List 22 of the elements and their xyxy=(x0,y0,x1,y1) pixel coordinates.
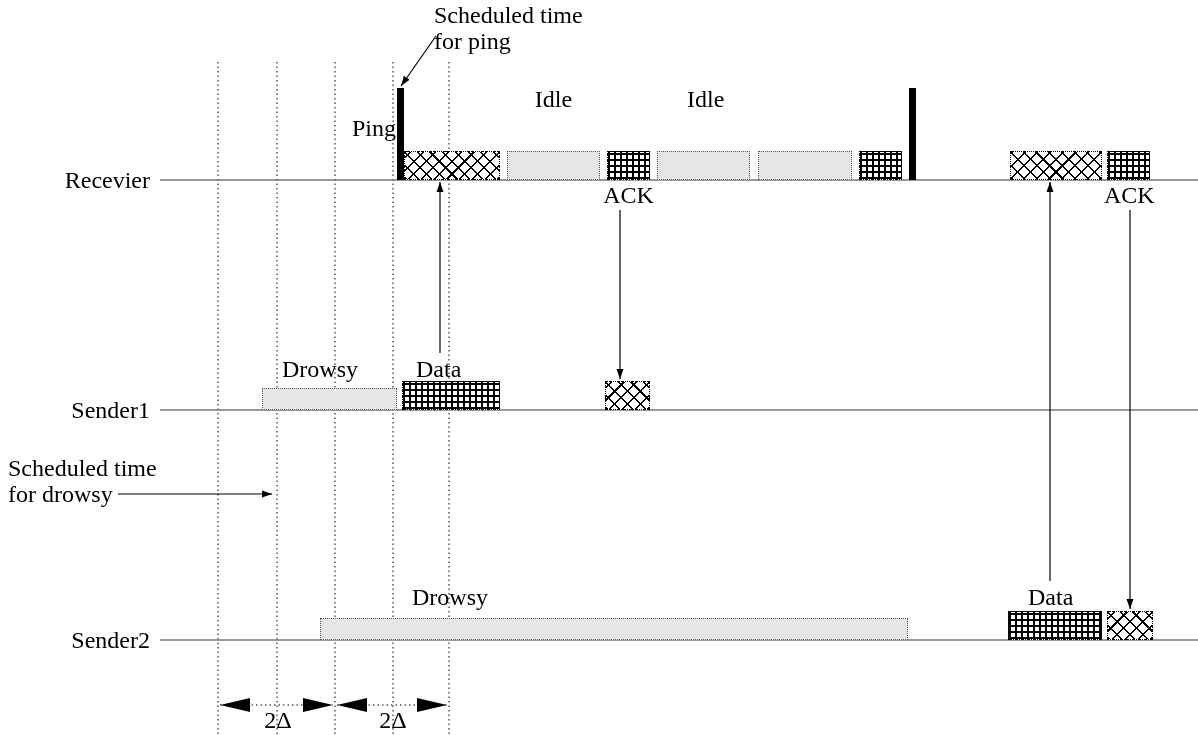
annotation-text: Scheduled time for drowsy xyxy=(8,455,158,507)
slot-label: Ping xyxy=(351,115,396,141)
slot-label: Idle xyxy=(687,86,726,112)
slot-label: Data xyxy=(416,356,463,382)
slot-label: Idle xyxy=(533,86,574,112)
message-arrow xyxy=(1126,209,1134,610)
dimension-label: 2Δ xyxy=(263,707,293,733)
slot-label: Drowsy xyxy=(282,356,359,382)
leader-arrow xyxy=(117,490,273,498)
lane-label: Sender2 xyxy=(70,627,150,653)
message-arrow xyxy=(616,209,624,380)
lane-label: Recevier xyxy=(63,167,150,193)
message-arrow xyxy=(1046,181,1054,582)
slot-label: Drowsy xyxy=(412,584,489,610)
lane-label: Sender1 xyxy=(70,397,150,423)
slot-label: ACK xyxy=(602,182,655,208)
slot-label: ACK xyxy=(1104,182,1156,208)
annotation-text: Scheduled time for ping xyxy=(434,2,584,54)
message-arrow xyxy=(436,181,444,354)
dimension-label: 2Δ xyxy=(378,707,408,733)
slot-label: Data xyxy=(1028,584,1075,610)
leader-arrow xyxy=(400,35,437,87)
